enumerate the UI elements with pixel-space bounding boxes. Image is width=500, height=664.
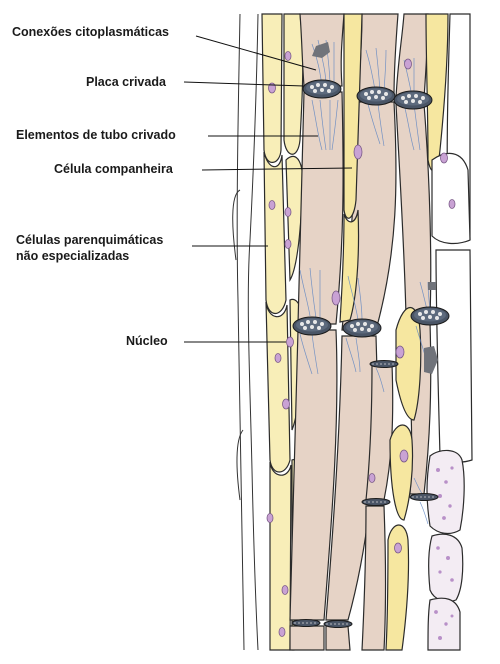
- outer-cell-walls: [232, 13, 259, 651]
- companion-cells: [339, 13, 449, 651]
- starch-grains: [434, 466, 454, 640]
- p-protein-plugs: [312, 42, 438, 374]
- leader-lines: [183, 35, 353, 343]
- label-parenchyma-line1: Células parenquimáticas: [16, 233, 164, 247]
- label-sieve-tube-elements: Elementos de tubo crivado: [16, 128, 176, 142]
- label-sieve-plate: Placa crivada: [86, 75, 166, 89]
- right-cells: [426, 13, 473, 651]
- label-parenchyma-cells: Células parenquimáticas não especializad…: [16, 232, 163, 264]
- label-nucleus: Núcleo: [126, 334, 168, 348]
- label-companion-cell: Célula companheira: [54, 162, 173, 176]
- nuclei: [266, 51, 456, 637]
- label-parenchyma-line2: não especializadas: [16, 249, 130, 263]
- label-cytoplasmic-connections: Conexões citoplasmáticas: [12, 25, 170, 39]
